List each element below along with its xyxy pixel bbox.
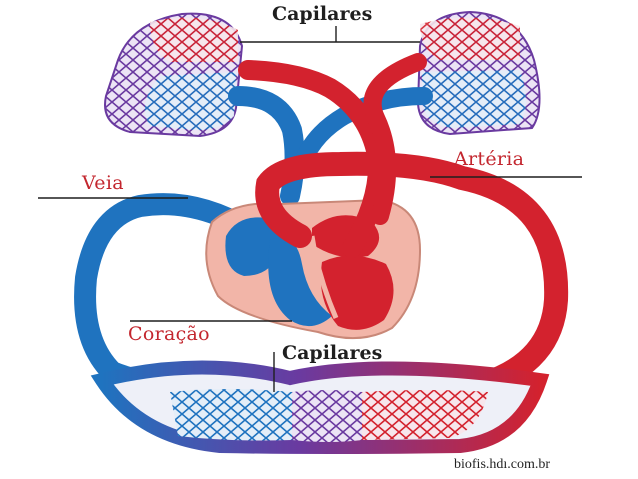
label-veia: Veia	[82, 172, 124, 194]
left-lung-arterial-net	[150, 17, 238, 62]
pulmonary-artery-right	[238, 60, 389, 258]
label-capilares-bottom: Capilares	[282, 342, 383, 364]
left-lung-venous-net	[144, 72, 236, 130]
pulmonary-artery-left	[363, 53, 427, 225]
right-atrium	[225, 217, 282, 276]
right-ventricle	[268, 237, 332, 327]
label-arteria: Artéria	[454, 148, 525, 170]
label-coracao: Coração	[128, 323, 210, 345]
septum	[309, 235, 339, 319]
right-lung-arterial-net	[420, 17, 520, 60]
left-lung	[104, 12, 244, 138]
capillary-bed-mixed-net	[292, 390, 362, 442]
capilares-top-pointer	[240, 26, 420, 43]
heart	[205, 198, 422, 340]
label-capilares-top: Capilares	[272, 3, 373, 25]
right-lung-venous-net	[422, 70, 526, 128]
pointer-lines	[38, 26, 582, 392]
systemic-capillary-bed	[90, 360, 550, 454]
pulmonary-vein-right	[291, 87, 433, 179]
capillary-bed-arterial-net	[362, 390, 488, 440]
capillary-bed-venous-net	[170, 389, 292, 441]
right-lung	[416, 10, 541, 136]
source-credit: biofis.hdı.com.br	[454, 457, 551, 472]
left-ventricle	[320, 255, 394, 330]
